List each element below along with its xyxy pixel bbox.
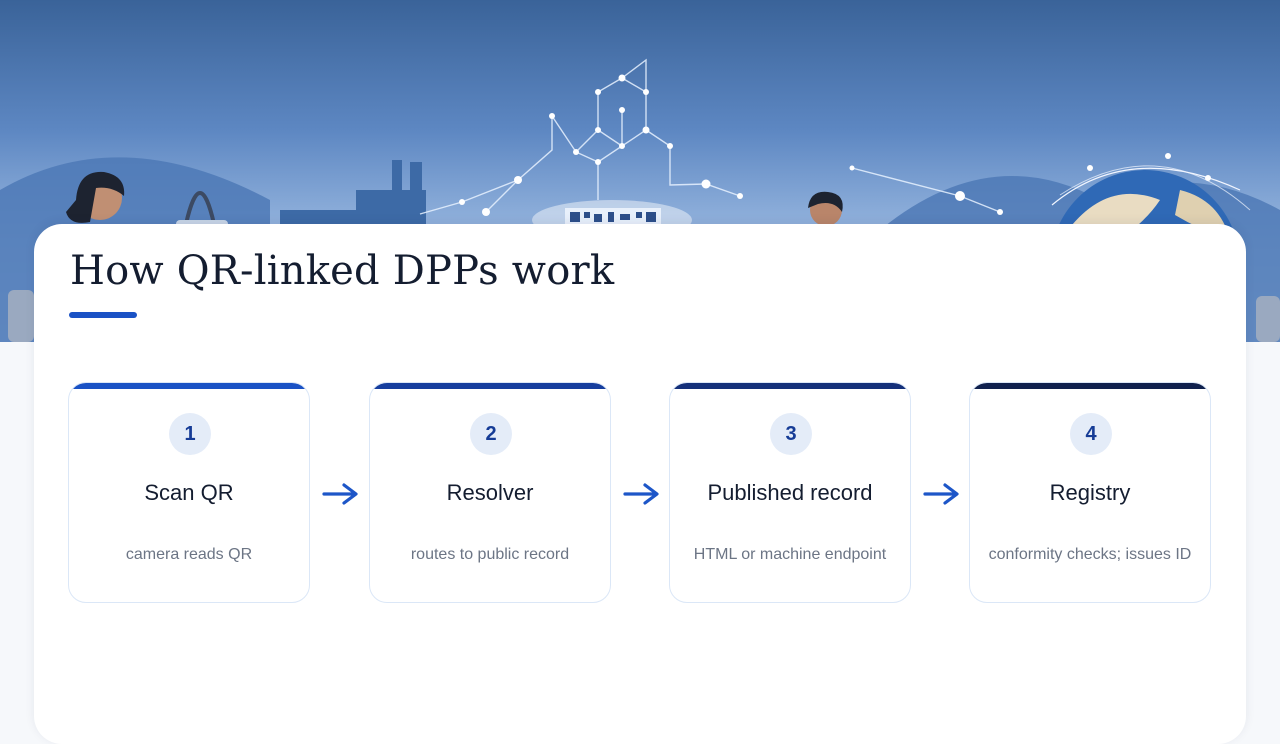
step-description: routes to public record	[410, 546, 570, 563]
step-accent-bar	[970, 383, 1210, 389]
step-description: HTML or machine endpoint	[693, 546, 887, 563]
step-description: camera reads QR	[125, 546, 253, 563]
step-title: Registry	[1049, 480, 1131, 505]
step-number-badge: 2	[470, 413, 512, 455]
step-number-badge: 1	[169, 413, 211, 455]
arrow-right-icon	[923, 483, 959, 505]
title-underline	[69, 312, 137, 318]
step-card-4: 4 Registry conformity checks; issues ID	[969, 382, 1211, 603]
step-card-3: 3 Published record HTML or machine endpo…	[669, 382, 911, 603]
arrow-right-icon	[322, 483, 358, 505]
arrow-right-icon	[623, 483, 659, 505]
fabric-roll-icon	[8, 290, 1280, 342]
step-title: Published record	[707, 480, 873, 505]
step-title: Scan QR	[144, 480, 234, 505]
content-card: How QR-linked DPPs work 1 Scan QR camera…	[34, 224, 1246, 744]
step-accent-bar	[69, 383, 309, 389]
step-title: Resolver	[446, 480, 534, 505]
step-number-badge: 4	[1070, 413, 1112, 455]
page-title: How QR-linked DPPs work	[70, 248, 615, 294]
step-card-1: 1 Scan QR camera reads QR	[68, 382, 310, 603]
person-icon	[808, 191, 843, 226]
step-accent-bar	[370, 383, 610, 389]
step-number-badge: 3	[770, 413, 812, 455]
step-card-2: 2 Resolver routes to public record	[369, 382, 611, 603]
step-accent-bar	[670, 383, 910, 389]
step-description: conformity checks; issues ID	[988, 546, 1192, 563]
